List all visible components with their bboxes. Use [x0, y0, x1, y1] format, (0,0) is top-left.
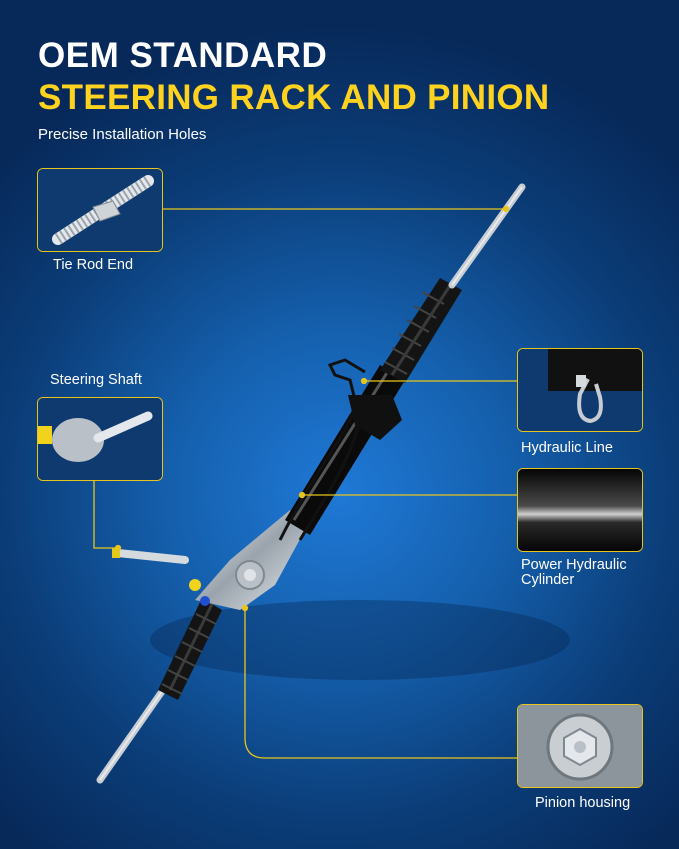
- pinion-housing-body: [189, 510, 305, 610]
- steering-shaft-image: [37, 397, 163, 481]
- pinion-housing-image: [517, 704, 643, 788]
- power-cylinder-highlight: [292, 367, 392, 521]
- steering-shaft-label: Steering Shaft: [50, 372, 142, 388]
- tie-rod-end-icon: [38, 169, 162, 251]
- hydraulic-line-a: [278, 399, 362, 541]
- steering-shaft-icon: [38, 398, 162, 480]
- power-cylinder-icon: [518, 469, 642, 551]
- shadow: [150, 600, 570, 680]
- upper-boot: [380, 278, 462, 383]
- connector-pinion-housing-dot: [241, 604, 249, 612]
- tie-rod-end-label: Tie Rod End: [53, 257, 134, 273]
- power-cylinder-label-line2: Cylinder: [521, 572, 575, 588]
- power-cylinder-label: Power Hydraulic Cylinder: [521, 558, 627, 588]
- lower-boot: [158, 598, 222, 700]
- tie-rod-end-image: [37, 168, 163, 252]
- connector-tie-rod-dot: [502, 205, 510, 213]
- title-line-2: STEERING RACK AND PINION: [38, 78, 550, 117]
- valve-block: [348, 395, 402, 440]
- power-cylinder-body: [285, 365, 405, 535]
- pinion-housing-icon: [518, 705, 642, 787]
- hydraulic-line-b: [298, 358, 366, 541]
- title-line-1: OEM STANDARD: [38, 36, 328, 75]
- lower-tie-rod-highlight: [99, 679, 171, 781]
- connector-pinion-housing: [244, 608, 518, 759]
- connector-power-cylinder-dot: [298, 491, 306, 499]
- steering-shaft-rod: [114, 549, 189, 564]
- connector-lines: [93, 205, 518, 759]
- steering-shaft-tip: [112, 548, 120, 558]
- power-cylinder-label-line1: Power Hydraulic: [521, 557, 627, 573]
- connector-hydraulic-line-dot: [360, 377, 368, 385]
- hydraulic-line-image: [517, 348, 643, 432]
- hydraulic-line-icon: [518, 349, 642, 431]
- subtitle: Precise Installation Holes: [38, 126, 207, 143]
- upper-tie-rod-highlight: [451, 186, 523, 286]
- connector-steering-shaft: [93, 479, 118, 549]
- pinion-housing-label: Pinion housing: [535, 795, 631, 811]
- hydraulic-line-label: Hydraulic Line: [521, 440, 613, 456]
- power-cylinder-image: [517, 468, 643, 552]
- connector-steering-shaft-dot: [114, 544, 122, 552]
